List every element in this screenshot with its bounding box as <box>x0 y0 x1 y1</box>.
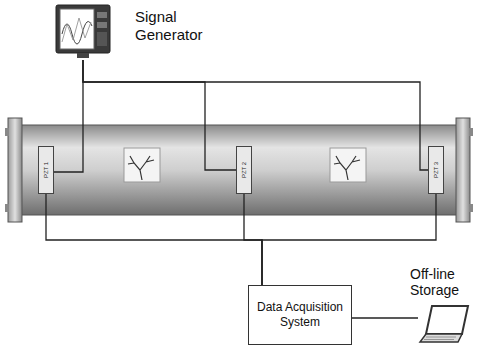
node-label: Data Acquisition System <box>253 300 347 330</box>
off-line-storage: Off-line Storage <box>418 302 474 352</box>
wire-line <box>83 60 428 170</box>
wire-line <box>54 60 83 172</box>
node-heading: Off-line Storage <box>410 266 474 298</box>
laptop-icon <box>418 302 474 352</box>
wire-line <box>83 60 236 170</box>
flange <box>456 118 470 222</box>
crack-symbol <box>124 148 160 182</box>
pzt-sensor: PZT 1 <box>38 146 54 194</box>
pipe-body <box>20 125 460 215</box>
wire-connector <box>46 194 262 285</box>
wire-connector <box>244 194 262 285</box>
wire-line <box>46 194 262 285</box>
wire-connector <box>83 60 428 170</box>
node-label: PZT 1 <box>43 162 49 178</box>
signal-generator-icon <box>55 4 111 60</box>
wire-connector <box>54 60 83 172</box>
wire-line <box>244 194 262 285</box>
wire-line <box>262 194 436 285</box>
flange-bolt <box>469 128 473 136</box>
pzt-sensor: PZT 3 <box>428 146 444 194</box>
signal-generator: Signal Generator <box>55 4 111 60</box>
flange <box>8 118 22 222</box>
node-label: PZT 2 <box>241 162 247 178</box>
node-label: PZT 3 <box>433 162 439 178</box>
pzt-sensor: PZT 2 <box>236 146 252 194</box>
flange-bolt <box>5 204 9 212</box>
process-box: Data Acquisition System <box>248 285 352 345</box>
crack-symbol <box>330 148 366 182</box>
wire-connector <box>352 318 418 319</box>
flange-bolt <box>5 128 9 136</box>
node-heading: Signal Generator <box>135 8 225 44</box>
wire-connector <box>83 60 236 170</box>
wire-connector <box>262 194 436 285</box>
flange-bolt <box>469 204 473 212</box>
wire-line <box>352 317 418 318</box>
